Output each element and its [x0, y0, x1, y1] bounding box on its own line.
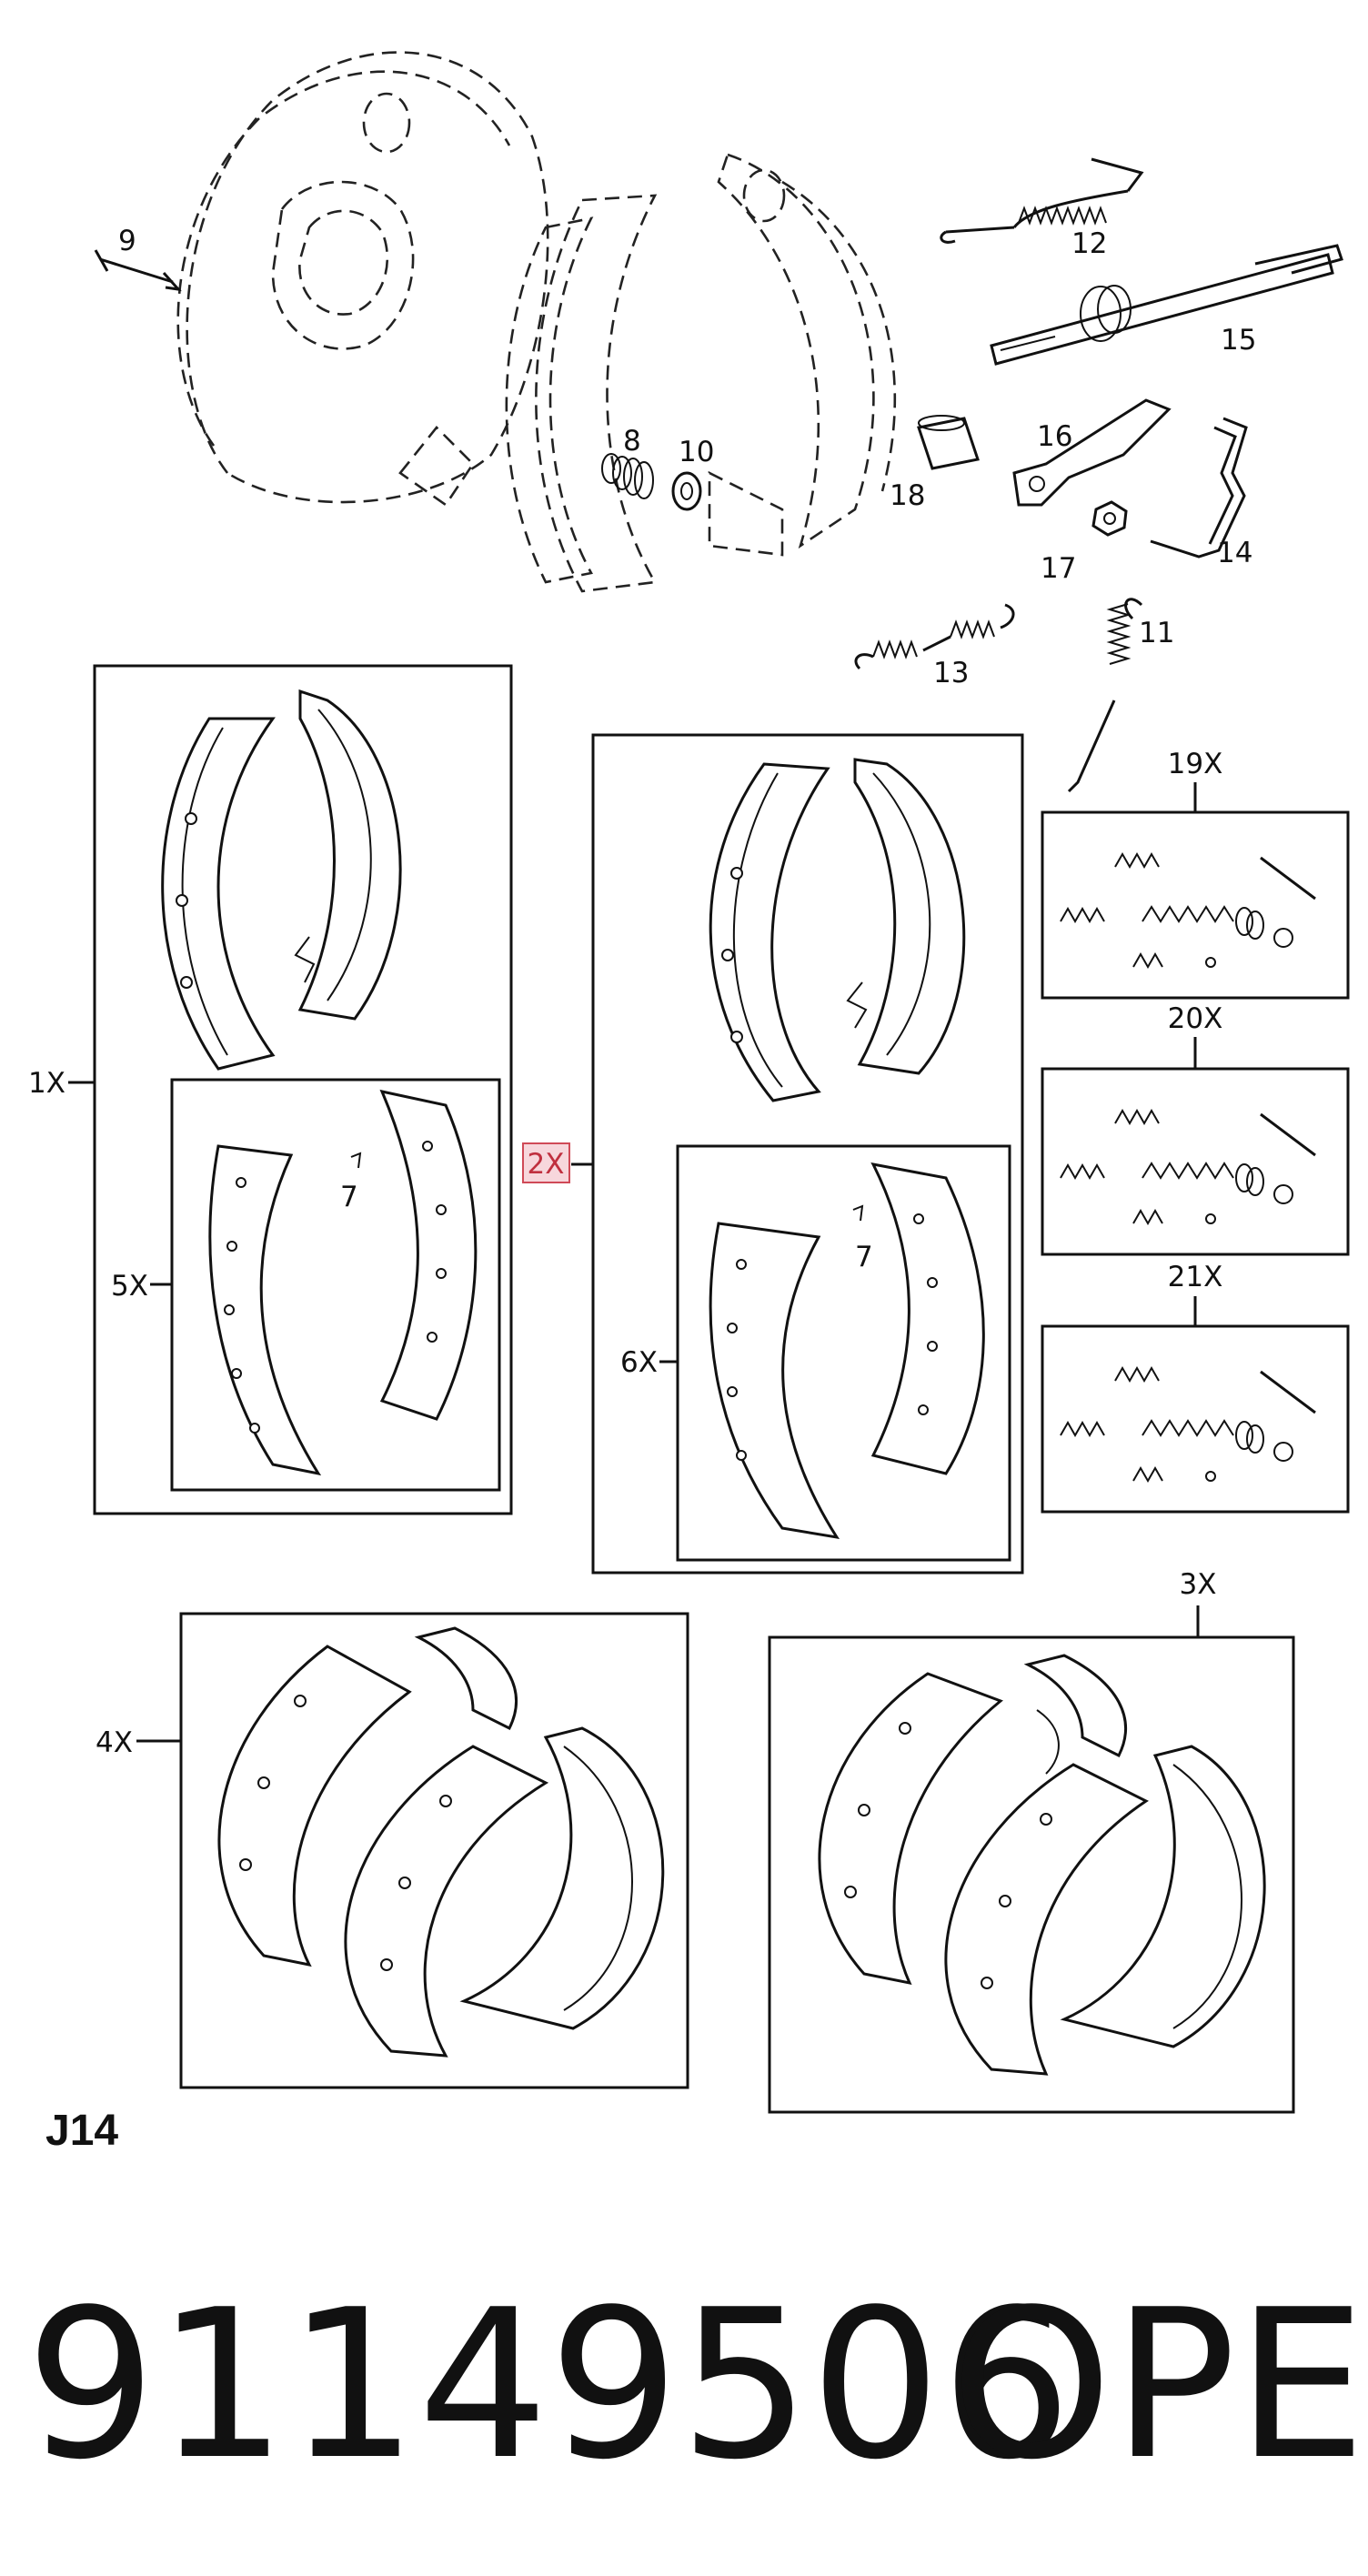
part-16-lever [1012, 398, 1172, 507]
kit-21x-box [1041, 1296, 1350, 1514]
part-17-clip [1091, 500, 1128, 537]
kit-6x-box [659, 1144, 1011, 1562]
label-4x: 4X [96, 1726, 133, 1759]
label-2x: 2X [528, 1148, 565, 1181]
label-18: 18 [890, 479, 925, 512]
backing-plate-outline [176, 51, 549, 507]
label-6x: 6X [620, 1346, 658, 1379]
part-11-spring [1067, 598, 1143, 793]
label-7b: 7 [855, 1241, 873, 1273]
label-15: 15 [1221, 324, 1256, 357]
part-15-adjuster [990, 244, 1343, 366]
label-7a: 7 [340, 1181, 358, 1213]
kit-19x-box [1041, 782, 1350, 1000]
label-9: 9 [118, 225, 136, 257]
label-20x: 20X [1168, 1002, 1223, 1035]
brand-name: OPEL [951, 2266, 1368, 2505]
kit-4x-box [136, 1612, 689, 2089]
label-11: 11 [1139, 617, 1174, 649]
dashed-shoe-left [505, 194, 658, 593]
label-10: 10 [679, 436, 714, 468]
part-13-spring [854, 603, 1015, 670]
label-12: 12 [1071, 227, 1107, 260]
part-number: 91149506 [25, 2266, 1071, 2505]
part-18-sleeve [917, 415, 980, 470]
part-10-washer [671, 471, 702, 511]
label-1x: 1X [28, 1067, 65, 1100]
kit-1x-box [68, 664, 513, 1515]
label-19x: 19X [1168, 748, 1223, 780]
part-8-spring [601, 453, 654, 499]
label-2x-highlight [522, 1142, 570, 1183]
part-9-pin [94, 249, 182, 292]
label-8: 8 [623, 425, 641, 458]
label-5x: 5X [111, 1270, 148, 1303]
kit-20x-box [1041, 1037, 1350, 1256]
part-14-strut [1150, 417, 1248, 558]
label-16: 16 [1037, 420, 1072, 453]
kit-3x-box [768, 1605, 1295, 2114]
section-code: J14 [45, 2107, 118, 2155]
dashed-shoe-right [708, 153, 897, 557]
label-13: 13 [933, 657, 969, 689]
kit-5x-box [150, 1078, 501, 1492]
label-17: 17 [1041, 552, 1076, 585]
kit-2x-box [571, 733, 1024, 1575]
label-3x: 3X [1180, 1568, 1217, 1601]
label-21x: 21X [1168, 1261, 1223, 1293]
part-12-spring [940, 157, 1144, 244]
label-14: 14 [1217, 537, 1252, 569]
